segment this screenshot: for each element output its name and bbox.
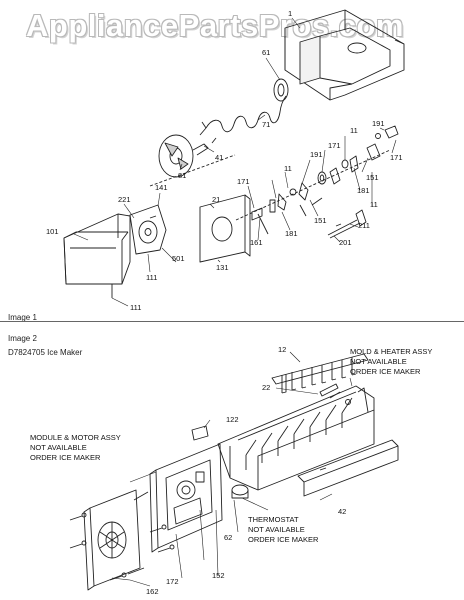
part-number-label: 171 (328, 141, 341, 150)
shaft-hardware-group (251, 125, 399, 235)
callout-line: NOT AVAILABLE (248, 525, 305, 534)
part-number-label: 11 (284, 164, 292, 173)
section-divider (0, 321, 464, 322)
part-number-label: 152 (212, 571, 225, 580)
part-number-label: 42 (338, 507, 346, 516)
watermark-logo: AppliancePartsPros.com (26, 8, 404, 43)
part-number-label: 191 (310, 150, 323, 159)
part-number-label: 151 (366, 173, 379, 182)
callout-line: NOT AVAILABLE (30, 443, 87, 452)
callout-line: NOT AVAILABLE (350, 357, 407, 366)
ice-mold-ejector-part (271, 353, 369, 394)
callout-line: THERMOSTAT (248, 515, 299, 524)
part-number-label: 131 (216, 263, 229, 272)
part-number-label: 21 (212, 195, 220, 204)
part-number-label: 11 (370, 200, 378, 209)
callout-line: ORDER ICE MAKER (30, 453, 101, 462)
part-number-label: 111 (130, 303, 141, 312)
part-number-label: 41 (215, 153, 223, 162)
crusher-blade-part (158, 127, 217, 178)
image1-label: Image 1 (8, 313, 37, 322)
auger-housing-part (284, 9, 405, 101)
part-number-label: 162 (146, 587, 159, 596)
ejector-pin-part (319, 383, 339, 397)
callout-line: ORDER ICE MAKER (350, 367, 421, 376)
part-number-label: 12 (278, 345, 286, 354)
clip-part (191, 425, 209, 441)
part-number-label: 22 (262, 383, 270, 392)
callout-line: ORDER ICE MAKER (248, 535, 319, 544)
mold-heater-callout: MOLD & HEATER ASSY NOT AVAILABLE ORDER I… (350, 347, 432, 376)
part-number-label: 62 (224, 533, 232, 542)
part-number-label: 501 (172, 254, 185, 263)
part-number-label: 171 (390, 153, 403, 162)
thermostat-callout: THERMOSTAT NOT AVAILABLE ORDER ICE MAKER (248, 515, 319, 544)
part-number-label: 81 (178, 171, 186, 180)
bracket-part (129, 204, 167, 255)
control-housing-part (149, 443, 223, 553)
part-number-label: 172 (166, 577, 179, 586)
auger-spring-part (205, 95, 287, 133)
image2-label: Image 2 (8, 334, 37, 343)
front-panel-part (199, 194, 251, 263)
part-number-label: 151 (314, 216, 327, 225)
part-number-label: 61 (262, 48, 270, 57)
module-motor-callout: MODULE & MOTOR ASSY NOT AVAILABLE ORDER … (30, 433, 121, 462)
part-number-label: 122 (226, 415, 239, 424)
part-number-label: 181 (357, 186, 370, 195)
part-number-label: 71 (262, 120, 270, 129)
part-number-label: 161 (250, 238, 263, 247)
bin-front-part (63, 213, 131, 298)
part-number-label: 11 (350, 126, 358, 135)
diagram-title: D7824705 Ice Maker (8, 348, 83, 357)
actuator-rod-part (327, 209, 367, 239)
thermostat-part (231, 484, 249, 499)
part-number-label: 171 (237, 177, 250, 186)
mold-heater-assembly-part (217, 385, 375, 491)
part-number-label: 141 (155, 183, 168, 192)
part-number-label: 221 (118, 195, 131, 204)
image2-part-numbers: 12 22 122 62 152 172 162 42 (146, 345, 346, 596)
part-number-label: 211 (358, 221, 370, 230)
screws-group (69, 512, 175, 581)
part-number-label: 101 (46, 227, 59, 236)
callout-line: MOLD & HEATER ASSY (350, 347, 432, 356)
thermostat-bar-part (297, 439, 399, 497)
module-cover-part (83, 489, 149, 591)
callout-line: MODULE & MOTOR ASSY (30, 433, 121, 442)
part-number-label: 111 (146, 273, 157, 282)
part-number-label: 201 (339, 238, 352, 247)
part-number-label: 191 (372, 119, 385, 128)
drive-ring-part (273, 78, 289, 102)
image1-part-numbers: 1 61 71 41 81 11 191 171 171 191 151 181… (46, 9, 403, 312)
part-number-label: 181 (285, 229, 298, 238)
part-number-label: 1 (288, 9, 292, 18)
